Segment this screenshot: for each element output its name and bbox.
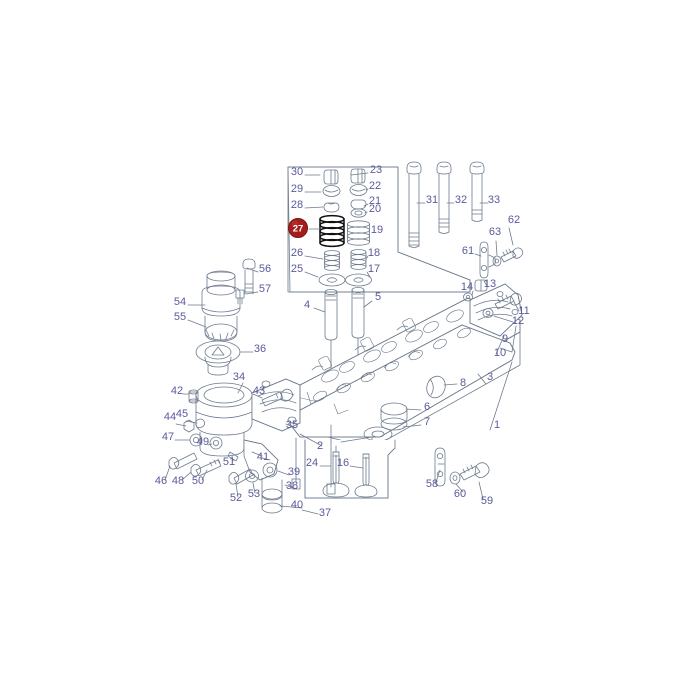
head-studs <box>291 424 336 495</box>
callout-label-31: 31 <box>426 194 438 206</box>
highlight-badge-number: 27 <box>293 224 304 235</box>
callout-label-25: 25 <box>291 263 303 275</box>
callout-label-24: 24 <box>306 457 318 469</box>
callout-label-43: 43 <box>253 385 265 397</box>
callout-label-21: 21 <box>369 195 381 207</box>
callout-label-16: 16 <box>337 457 349 469</box>
callout-label-51: 51 <box>223 456 235 468</box>
water-pump-assembly <box>201 258 256 342</box>
callout-label-56: 56 <box>259 263 271 275</box>
part-26-inner-spring <box>324 250 340 271</box>
callout-label-59: 59 <box>481 495 493 507</box>
callout-label-14: 14 <box>461 281 473 293</box>
callout-label-26: 26 <box>291 247 303 259</box>
callout-label-37: 37 <box>319 507 331 519</box>
callout-label-1: 1 <box>494 419 500 431</box>
callout-label-28: 28 <box>291 199 303 211</box>
water-inlet-housing <box>195 378 301 514</box>
callout-label-2: 2 <box>317 440 323 452</box>
highlight-badge-27: 27 <box>288 218 308 238</box>
callout-label-42: 42 <box>171 385 183 397</box>
callout-label-41: 41 <box>257 451 269 463</box>
callout-label-54: 54 <box>174 296 186 308</box>
valve-detail-box <box>304 439 396 499</box>
callout-label-23: 23 <box>370 164 382 176</box>
callout-label-18: 18 <box>368 247 380 259</box>
manifold-bolt-11-12 <box>482 292 522 318</box>
callout-label-10: 10 <box>494 347 506 359</box>
callout-label-47: 47 <box>162 431 174 443</box>
callout-label-8: 8 <box>460 377 466 389</box>
callout-label-62: 62 <box>508 214 520 226</box>
callout-label-53: 53 <box>248 488 260 500</box>
callout-label-50: 50 <box>192 475 204 487</box>
callout-label-7: 7 <box>424 416 430 428</box>
callout-label-6: 6 <box>424 401 430 413</box>
callout-label-44: 44 <box>164 411 176 423</box>
callout-label-34: 34 <box>233 371 245 383</box>
exhaust-valve-parts-column <box>345 168 372 287</box>
callout-label-4: 4 <box>304 299 310 311</box>
rocker-bracket-assembly <box>479 241 524 279</box>
callout-label-32: 32 <box>455 194 467 206</box>
callout-label-11: 11 <box>518 305 529 317</box>
callout-label-3: 3 <box>487 371 493 383</box>
callout-labels: 1234567891011121314161718192021222324252… <box>155 164 530 519</box>
callout-label-39: 39 <box>288 466 300 478</box>
small-fasteners-13-14 <box>463 279 488 302</box>
part-18-inner-spring <box>350 249 367 270</box>
callout-label-29: 29 <box>291 183 303 195</box>
callout-label-63: 63 <box>489 226 501 238</box>
callout-label-17: 17 <box>368 263 380 275</box>
callout-label-45: 45 <box>176 408 188 420</box>
callout-label-40: 40 <box>291 499 303 511</box>
welch-plug <box>426 375 446 399</box>
callout-label-49: 49 <box>197 436 209 448</box>
part-19-outer-spring <box>347 220 370 246</box>
callout-label-30: 30 <box>291 166 303 178</box>
callout-label-36: 36 <box>254 343 266 355</box>
lifting-bracket-assembly <box>434 447 490 487</box>
leader-lines <box>164 172 520 515</box>
callout-label-22: 22 <box>369 180 381 192</box>
callout-label-60: 60 <box>454 488 466 500</box>
callout-label-12: 12 <box>512 315 524 327</box>
callout-label-58: 58 <box>426 478 438 490</box>
callout-label-57: 57 <box>259 283 271 295</box>
callout-label-9: 9 <box>502 333 508 345</box>
callout-label-46: 46 <box>155 475 167 487</box>
callout-label-5: 5 <box>375 291 381 303</box>
callout-label-33: 33 <box>488 194 500 206</box>
callout-label-35: 35 <box>286 419 298 431</box>
diagram-linework <box>164 161 524 515</box>
callout-label-55: 55 <box>174 311 186 323</box>
callout-label-52: 52 <box>230 492 242 504</box>
callout-label-13: 13 <box>484 278 496 290</box>
callout-label-38: 38 <box>286 480 298 492</box>
cylinder-head-body <box>282 297 521 449</box>
inlet-valve-parts-column <box>318 169 346 287</box>
callout-label-48: 48 <box>172 475 184 487</box>
callout-label-20: 20 <box>369 203 381 215</box>
fastener-cluster <box>168 388 293 485</box>
callout-label-19: 19 <box>371 224 383 236</box>
part-27-valve-spring <box>319 214 345 248</box>
callout-label-61: 61 <box>462 245 474 257</box>
